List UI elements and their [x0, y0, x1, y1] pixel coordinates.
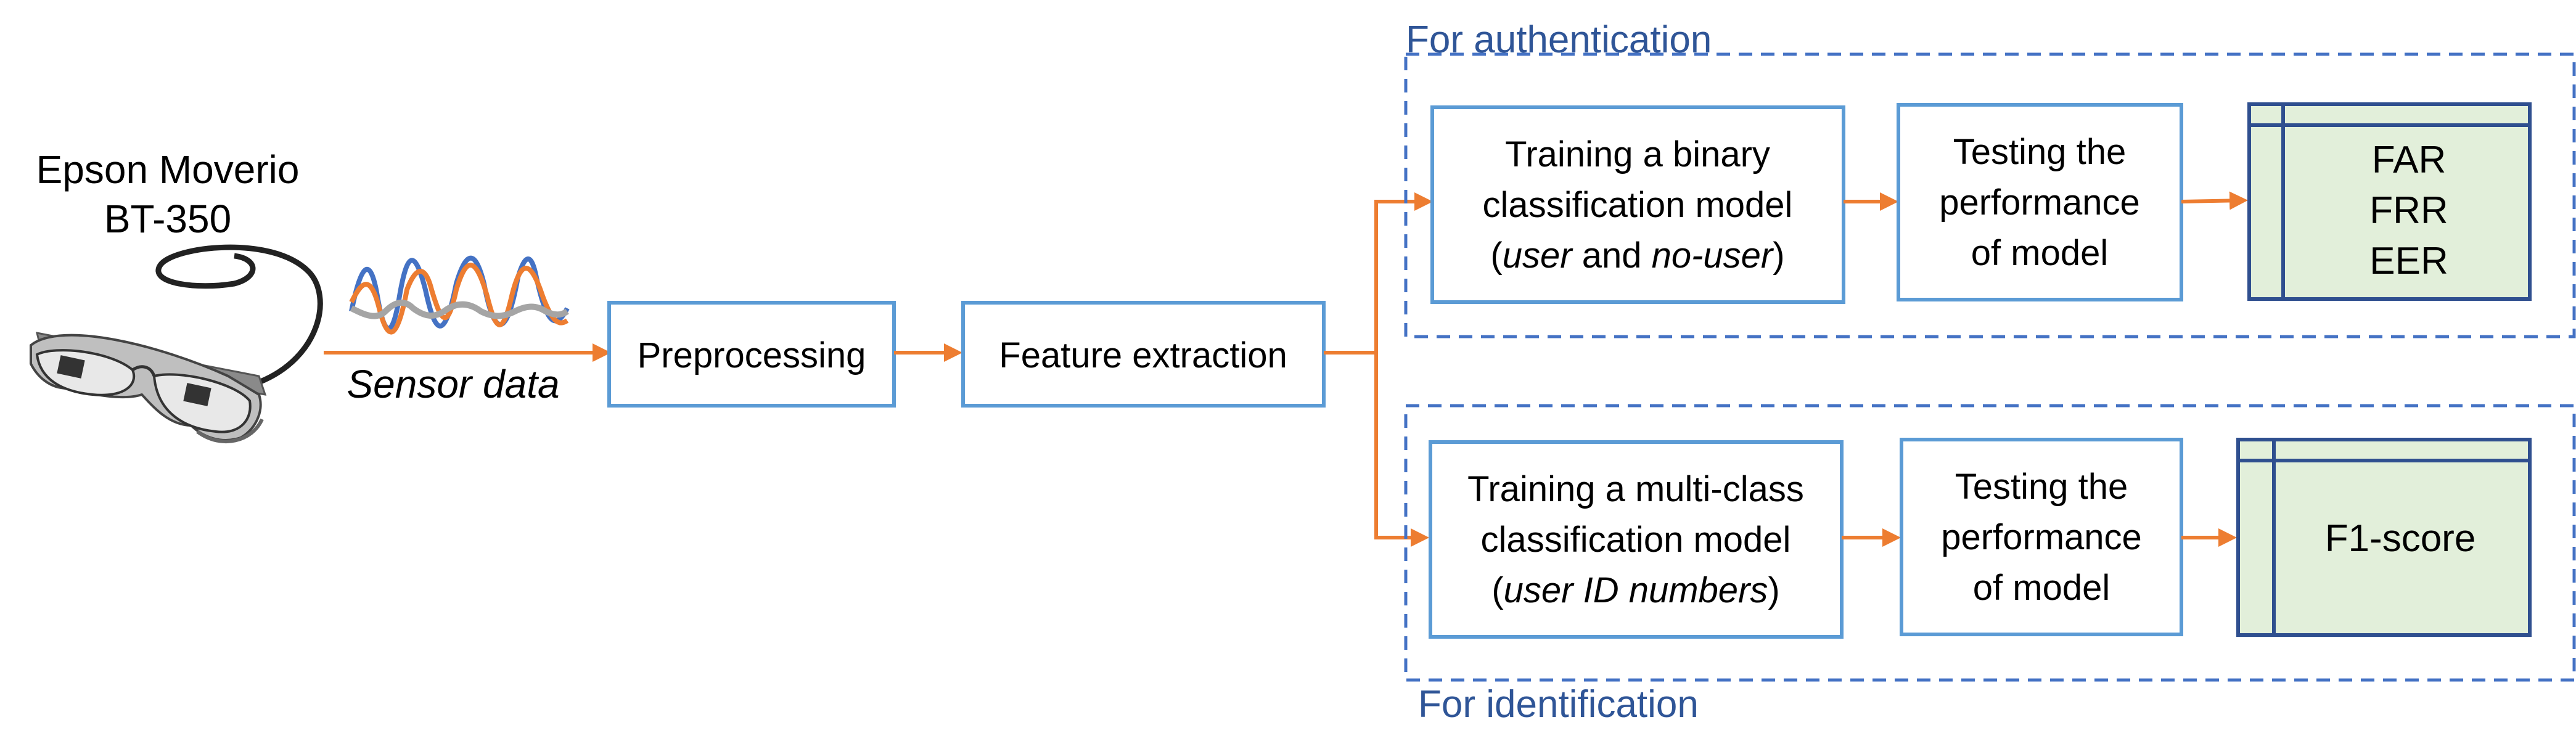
metric-f1-score: F1-score — [2325, 517, 2476, 560]
id-training-box — [1429, 440, 1844, 639]
smart-glasses-icon — [30, 244, 323, 443]
id-testing-box — [1900, 438, 2183, 636]
sensor-data-label: Sensor data — [347, 362, 559, 406]
id-training-line2: classification model — [1481, 520, 1791, 560]
id-testing-line2: performance — [1941, 517, 2142, 557]
authentication-group — [1404, 52, 2576, 338]
signal-orange-icon — [349, 263, 569, 335]
arrow-to-identification — [1374, 353, 1429, 547]
preprocessing-box — [607, 301, 896, 408]
authentication-group-label: For authentication — [1406, 18, 1712, 61]
auth-training-box — [1430, 105, 1845, 304]
sensor-signal-icon — [349, 255, 570, 335]
id-testing-line3: of model — [1973, 568, 2110, 608]
auth-training-line2: classification model — [1483, 185, 1793, 225]
identification-group-label: For identification — [1418, 683, 1699, 726]
auth-testing-box — [1897, 103, 2183, 301]
feature-extraction-label: Feature extraction — [999, 335, 1287, 375]
auth-testing-line3: of model — [1971, 233, 2108, 273]
auth-testing-line2: performance — [1939, 182, 2140, 223]
auth-training-line1: Training a binary — [1505, 134, 1770, 174]
metric-eer: EER — [2369, 240, 2448, 282]
feature-extraction-box — [961, 301, 1326, 408]
auth-testing-line1: Testing the — [1953, 132, 2127, 172]
id-training-line3: (user ID numbers) — [1491, 570, 1779, 610]
metric-frr: FRR — [2369, 189, 2448, 232]
arrow-to-authentication — [1324, 192, 1433, 354]
preprocessing-label: Preprocessing — [638, 335, 866, 375]
id-testing-line1: Testing the — [1955, 467, 2128, 507]
auth-training-line3: (user and no-user) — [1490, 236, 1784, 276]
metric-far: FAR — [2372, 139, 2447, 181]
id-metrics-table: F1-score — [2236, 438, 2532, 637]
identification-group — [1404, 404, 2576, 682]
device-name-line1: Epson Moverio — [36, 147, 300, 192]
arrow-auth-test-to-metrics — [2181, 191, 2248, 210]
auth-metrics-table: FAR FRR EER — [2247, 102, 2532, 301]
device-name-line2: BT-350 — [104, 197, 231, 241]
signal-gray-icon — [350, 300, 569, 319]
id-training-line1: Training a multi-class — [1467, 469, 1804, 509]
